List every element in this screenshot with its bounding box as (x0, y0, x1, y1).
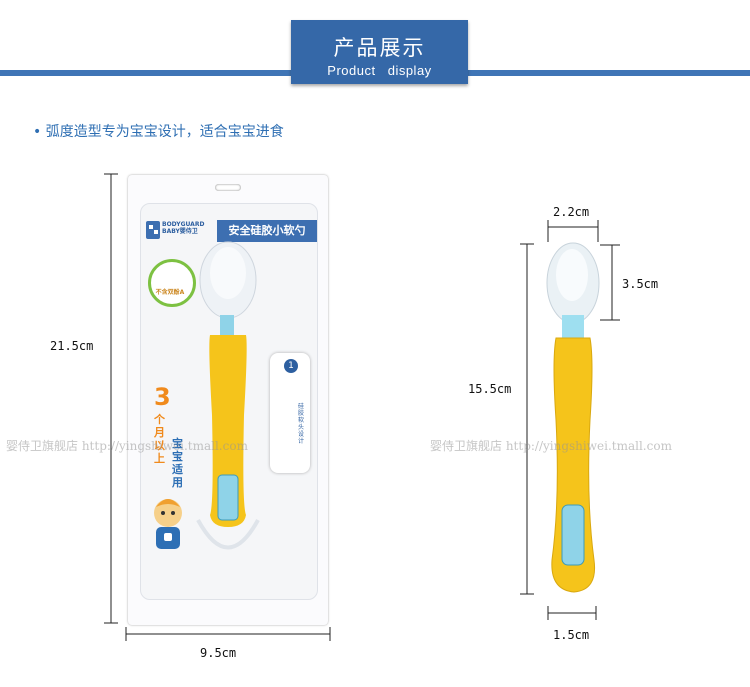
package-height-label: 21.5cm (50, 339, 94, 353)
head-width-label: 2.2cm (553, 205, 590, 219)
age-text-suitable: 宝宝适用 (172, 437, 183, 489)
section-subtitle: Product display (327, 63, 432, 78)
step-number: 1 (284, 359, 298, 373)
watermark-left: 婴侍卫旗舰店 http://yingshiwei.tmall.com (6, 439, 248, 453)
age-text: 个月以上 (154, 413, 165, 465)
blister-package: BODYGUARD BABY婴侍卫 安全硅胶小软勺 不含双酚A 3 个月以上 宝… (128, 175, 328, 625)
feature-card (270, 353, 310, 473)
head-length-label: 3.5cm (622, 277, 659, 291)
feature-bullet: • 弧度造型专为宝宝设计，适合宝宝进食 (33, 124, 284, 140)
mascot-icon (154, 499, 182, 549)
spoon-length-label: 15.5cm (468, 382, 512, 396)
brand-name: BODYGUARD BABY婴侍卫 (162, 221, 205, 235)
section-header: 产品展示 Product display (291, 20, 468, 84)
hang-hole (215, 184, 241, 191)
product-label: 安全硅胶小软勺 (217, 220, 317, 242)
bpa-free-badge (148, 259, 196, 307)
age-number: 3 (154, 383, 171, 411)
step-text: 硅胶软头设计 (298, 403, 305, 445)
packaged-spoon (196, 241, 260, 550)
watermark-right: 婴侍卫旗舰店 http://yingshiwei.tmall.com (430, 439, 672, 453)
handle-width-label: 1.5cm (553, 628, 590, 642)
section-title: 产品展示 (333, 36, 426, 60)
badge-text: 不含双酚A (155, 289, 185, 296)
brand-logo-icon (146, 221, 160, 239)
package-width-label: 9.5cm (200, 646, 237, 660)
